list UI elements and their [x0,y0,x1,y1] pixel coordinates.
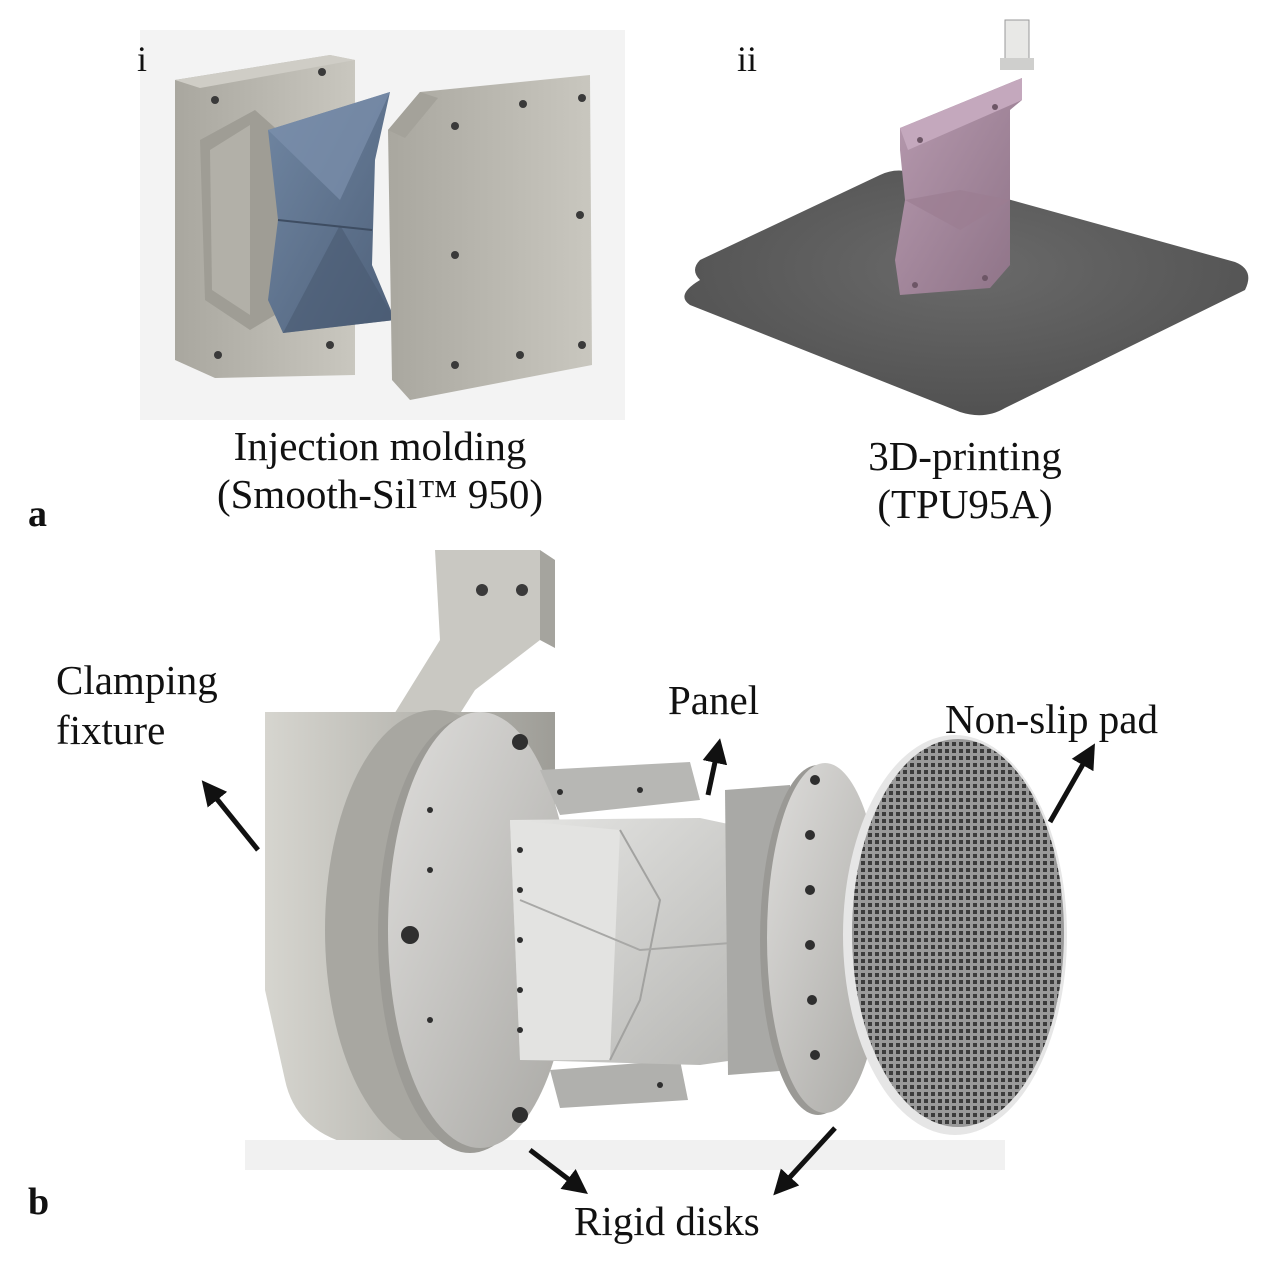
arrow-rigid-disk-right [773,1126,837,1196]
label-rigid-disks: Rigid disks [574,1198,760,1244]
arrow-rigid-disk-left [528,1148,588,1195]
caption-injection-molding: Injection molding (Smooth-Sil™ 950) [170,422,590,518]
annotation-arrows [201,738,1095,1196]
caption-3d-printing: 3D-printing (TPU95A) [785,432,1145,528]
caption-3d-printing-line2: (TPU95A) [877,481,1053,527]
caption-injection-molding-line2: (Smooth-Sil™ 950) [216,471,544,517]
non-slip-pad-render [843,735,1067,1135]
panel-letter-b: b [28,1181,50,1223]
label-clamping-line2: fixture [56,707,166,753]
label-panel: Panel [668,677,760,723]
label-non-slip-pad: Non-slip pad [945,696,1158,742]
subpanel-i-numeral: i [137,39,148,79]
caption-3d-printing-line1: 3D-printing [868,433,1062,479]
injection-mold-render [140,30,625,420]
subpanel-ii-numeral: ii [737,39,758,79]
3d-printing-render [684,19,1249,416]
label-clamping-fixture: Clamping fixture [56,655,218,755]
arrow-non-slip-pad [1047,743,1095,824]
arrow-panel [702,738,728,796]
label-clamping-line1: Clamping [56,657,218,703]
panel-letter-a: a [28,493,47,535]
arrow-clamping-fixture [201,780,260,852]
caption-injection-molding-line1: Injection molding [233,423,527,469]
